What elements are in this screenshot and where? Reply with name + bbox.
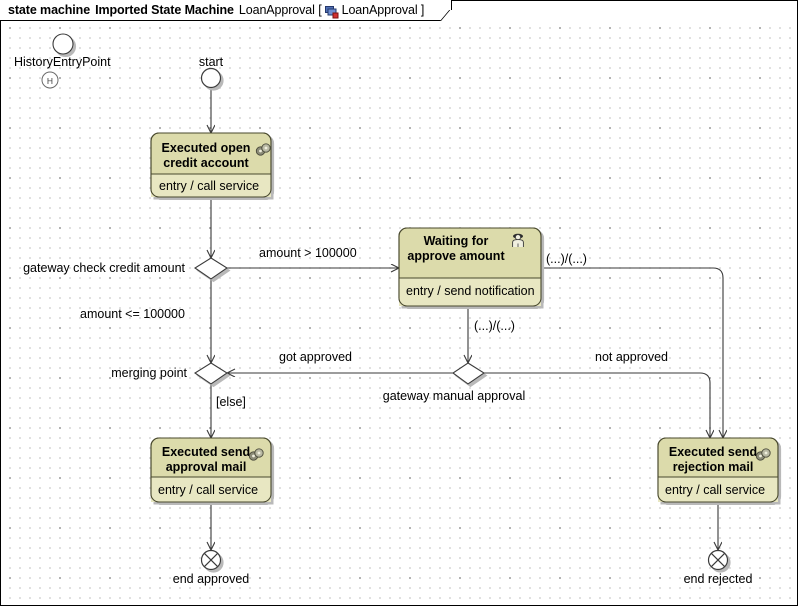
state-machine-icon <box>324 5 339 19</box>
node-send-rejection-mail[interactable]: Executed send rejection mail entry / cal… <box>657 437 779 503</box>
transition-label-else[interactable]: [else] <box>216 395 246 409</box>
end-approved-label: end approved <box>173 572 250 586</box>
transition-label-amount-gt[interactable]: amount > 100000 <box>259 246 357 260</box>
gears-icon[interactable] <box>755 448 771 461</box>
waiting-for-approve-title-line1: Waiting for <box>424 234 489 248</box>
send-approval-mail-body: entry / call service <box>158 483 258 497</box>
decision-diamond-icon[interactable] <box>452 362 486 385</box>
terminate-cross-icon <box>203 552 219 568</box>
open-credit-account-outline <box>150 132 272 198</box>
send-approval-mail-title-line2: approval mail <box>166 460 247 474</box>
send-rejection-mail-body-fill <box>658 477 778 502</box>
node-end-rejected[interactable]: end rejected <box>684 549 753 587</box>
edge-gateway-manual-to-rejection[interactable] <box>484 372 710 438</box>
node-history-entry-point[interactable]: HistoryEntryPoint H <box>14 33 111 89</box>
initial-node-icon[interactable] <box>200 67 222 89</box>
open-credit-account-body-fill <box>151 174 271 197</box>
terminate-cross-icon <box>710 552 726 568</box>
diagram-title-tab[interactable]: state machine Imported State Machine Loa… <box>0 0 462 21</box>
gateway-manual-approval-label: gateway manual approval <box>383 389 525 403</box>
open-credit-account-title-line1: Executed open <box>162 141 251 155</box>
history-circle-icon[interactable] <box>52 33 74 55</box>
waiting-for-approve-body-fill <box>399 278 541 306</box>
node-gateway-check-credit[interactable]: gateway check credit amount <box>23 257 229 280</box>
send-approval-mail-title-line1: Executed send <box>162 445 250 459</box>
diagram-context-label: LoanApproval ] <box>341 3 425 17</box>
transition-edges <box>211 87 723 550</box>
open-credit-account-title-line2: credit account <box>163 156 249 170</box>
gears-icon[interactable] <box>248 448 264 461</box>
merging-point-label: merging point <box>111 366 187 380</box>
node-start[interactable]: start <box>199 55 224 89</box>
history-marker-letter: H <box>47 76 53 86</box>
transition-label-amount-lte[interactable]: amount <= 100000 <box>80 307 185 321</box>
node-merging-point[interactable]: merging point <box>111 362 229 385</box>
history-entry-point-label: HistoryEntryPoint <box>14 55 111 69</box>
diagram-name-label: Imported State Machine <box>95 3 234 17</box>
transition-label-waiting-to-rejection[interactable]: (...)/(...) <box>546 252 587 266</box>
person-icon[interactable] <box>512 233 524 247</box>
waiting-for-approve-body: entry / send notification <box>406 284 535 298</box>
send-rejection-mail-outline <box>657 437 779 503</box>
transition-label-not-approved[interactable]: not approved <box>595 350 668 364</box>
send-approval-mail-outline <box>150 437 272 503</box>
send-approval-mail-body-fill <box>151 477 271 502</box>
send-rejection-mail-body: entry / call service <box>665 483 765 497</box>
send-rejection-mail-title-line2: rejection mail <box>673 460 754 474</box>
node-send-approval-mail[interactable]: Executed send approval mail entry / call… <box>150 437 272 503</box>
end-rejected-label: end rejected <box>684 572 753 586</box>
start-label: start <box>199 55 224 69</box>
decision-diamond-icon[interactable] <box>193 257 229 280</box>
node-end-approved[interactable]: end approved <box>173 549 250 587</box>
gears-icon[interactable] <box>255 143 271 156</box>
merge-diamond-icon[interactable] <box>193 362 229 385</box>
send-rejection-mail-title-line1: Executed send <box>669 445 757 459</box>
transition-label-waiting-to-gateway[interactable]: (...)/(...) <box>474 319 515 333</box>
transition-label-got-approved[interactable]: got approved <box>279 350 352 364</box>
open-credit-account-body: entry / call service <box>159 179 259 193</box>
transition-labels: amount > 100000 amount <= 100000 (...)/(… <box>80 246 668 409</box>
node-open-credit-account[interactable]: Executed open credit account entry / cal… <box>150 132 272 198</box>
gateway-check-credit-label: gateway check credit amount <box>23 261 185 275</box>
waiting-for-approve-title-line2: approve amount <box>407 249 505 263</box>
history-marker-icon[interactable] <box>41 71 59 89</box>
edge-waiting-to-rejection[interactable] <box>541 267 723 438</box>
diagram-context-open: LoanApproval [ <box>238 3 322 17</box>
diagram-kind-label: state machine <box>8 3 91 17</box>
waiting-for-approve-outline <box>398 227 542 307</box>
node-gateway-manual-approval[interactable]: gateway manual approval <box>383 362 525 403</box>
node-waiting-for-approve[interactable]: Waiting for approve amount entry / send … <box>398 227 542 307</box>
